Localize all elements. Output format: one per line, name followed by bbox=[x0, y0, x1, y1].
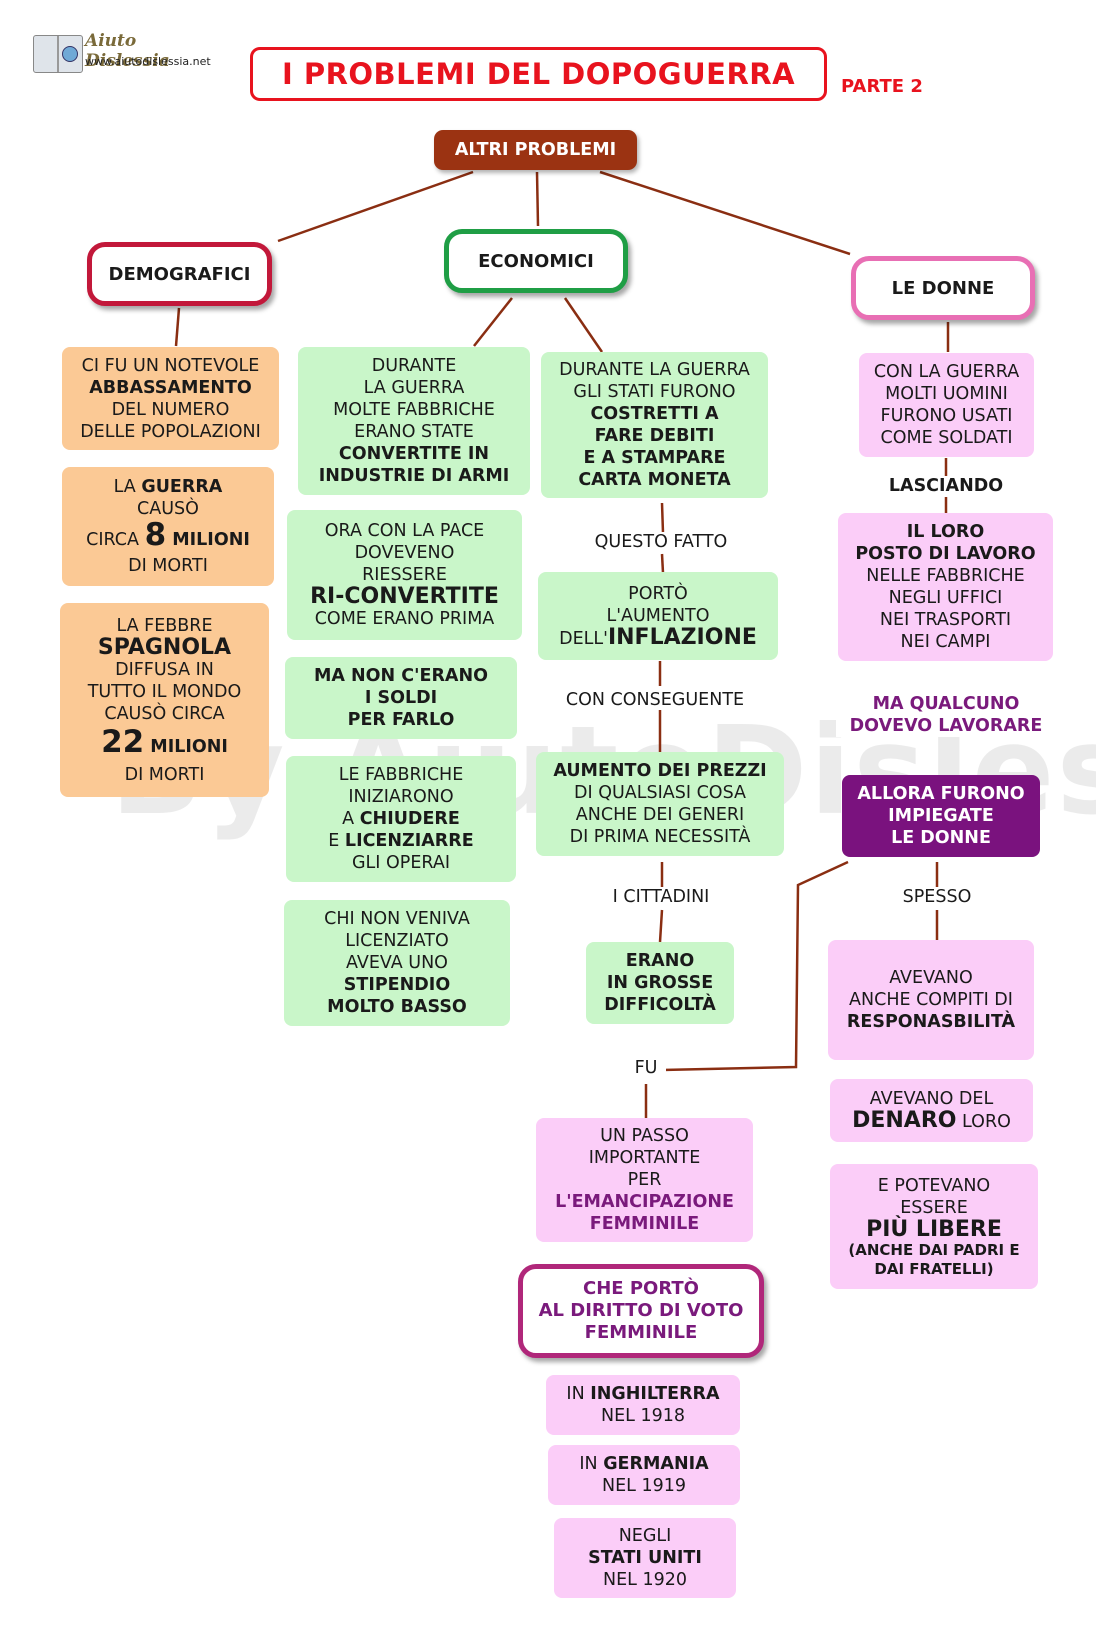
label-lasciando: LASCIANDO bbox=[876, 476, 1016, 496]
part-label: PARTE 2 bbox=[841, 76, 923, 97]
demo-box-abbassamento: CI FU UN NOTEVOLE ABBASSAMENTO DEL NUMER… bbox=[62, 347, 279, 450]
category-donne: LE DONNE bbox=[851, 256, 1035, 320]
box-germania: IN GERMANIA NEL 1919 bbox=[548, 1445, 740, 1505]
eco-box-prezzi: AUMENTO DEI PREZZI DI QUALSIASI COSA ANC… bbox=[536, 752, 784, 856]
donne-box-libere: E POTEVANO ESSERE PIÙ LIBERE (ANCHE DAI … bbox=[830, 1164, 1038, 1289]
page-title: I PROBLEMI DEL DOPOGUERRA bbox=[250, 47, 827, 101]
book-icon bbox=[33, 35, 83, 73]
box-emancipazione: UN PASSO IMPORTANTE PER L'EMANCIPAZIONE … bbox=[536, 1118, 753, 1242]
root-node: ALTRI PROBLEMI bbox=[434, 130, 637, 170]
donne-box-posto-lavoro: IL LORO POSTO DI LAVORO NELLE FABBRICHE … bbox=[838, 513, 1053, 661]
logo-url: www.aiutodislessia.net bbox=[85, 55, 211, 68]
eco-box-fabbriche-convertite: DURANTE LA GUERRA MOLTE FABBRICHE ERANO … bbox=[298, 347, 530, 495]
donne-box-soldati: CON LA GUERRA MOLTI UOMINI FURONO USATI … bbox=[859, 353, 1034, 457]
eco-box-chiudere: LE FABBRICHE INIZIARONO A CHIUDERE E LIC… bbox=[286, 756, 516, 882]
label-questo-fatto: QUESTO FATTO bbox=[586, 532, 736, 552]
eco-box-soldi: MA NON C'ERANO I SOLDI PER FARLO bbox=[285, 657, 517, 739]
eco-box-difficolta: ERANO IN GROSSE DIFFICOLTÀ bbox=[586, 942, 734, 1024]
label-spesso: SPESSO bbox=[887, 887, 987, 907]
donne-box-denaro: AVEVANO DEL DENARO LORO bbox=[830, 1079, 1033, 1142]
donne-box-impiegate: ALLORA FURONO IMPIEGATE LE DONNE bbox=[842, 775, 1040, 857]
label-i-cittadini: I CITTADINI bbox=[596, 887, 726, 907]
label-qualcuno-lavorare: MA QUALCUNO DOVEVO LAVORARE bbox=[836, 693, 1056, 737]
eco-box-riconvertite: ORA CON LA PACE DOVEVENO RIESSERE RI-CON… bbox=[287, 510, 522, 640]
eco-box-debiti: DURANTE LA GUERRA GLI STATI FURONO COSTR… bbox=[541, 352, 768, 498]
category-economici: ECONOMICI bbox=[444, 229, 628, 293]
demo-box-guerra: LA GUERRA CAUSÒ CIRCA 8 MILIONI DI MORTI bbox=[62, 467, 274, 586]
donne-box-responsabilita: AVEVANO ANCHE COMPITI DI RESPONASBILITÀ bbox=[828, 940, 1034, 1060]
label-fu: FU bbox=[626, 1058, 666, 1078]
label-con-conseguente: CON CONSEGUENTE bbox=[560, 690, 750, 710]
demo-box-spagnola: LA FEBBRE SPAGNOLA DIFFUSA IN TUTTO IL M… bbox=[60, 603, 269, 797]
category-demografici: DEMOGRAFICI bbox=[87, 242, 272, 306]
logo-name: Aiuto Dislessia bbox=[85, 31, 170, 71]
eco-box-inflazione: PORTÒ L'AUMENTO DELL'INFLAZIONE bbox=[538, 572, 778, 660]
logo: Aiuto Dislessia www.aiutodislessia.net bbox=[33, 31, 215, 75]
box-inghilterra: IN INGHILTERRA NEL 1918 bbox=[546, 1375, 740, 1435]
eco-box-stipendio: CHI NON VENIVA LICENZIATO AVEVA UNO STIP… bbox=[284, 900, 510, 1026]
box-stati-uniti: NEGLI STATI UNITI NEL 1920 bbox=[554, 1518, 736, 1598]
box-diritto-voto: CHE PORTÒ AL DIRITTO DI VOTO FEMMINILE bbox=[518, 1264, 764, 1358]
